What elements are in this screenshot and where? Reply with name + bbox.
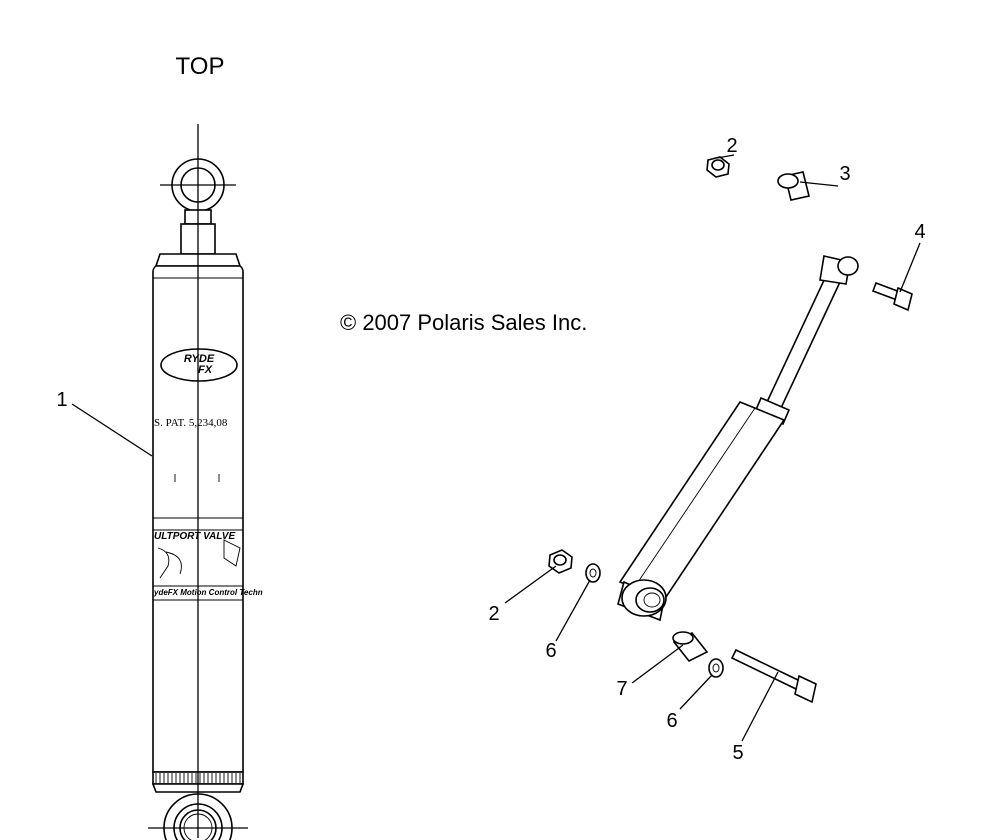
piston-rod — [765, 274, 842, 410]
callout-6-left: 6 — [545, 640, 556, 662]
callout-7: 7 — [616, 678, 627, 700]
leader-line-7 — [631, 644, 684, 684]
bolt-short — [871, 281, 913, 312]
view-label-top: TOP — [176, 53, 225, 80]
nut-upper — [706, 156, 730, 178]
callout-2-lower: 2 — [488, 603, 499, 625]
leader-line-4 — [899, 242, 921, 293]
leader-line-2-upper — [716, 154, 735, 159]
brand-line-1: RYDE — [184, 353, 215, 365]
bushing — [777, 171, 810, 201]
callout-5: 5 — [732, 742, 743, 764]
nut-lower — [548, 549, 573, 574]
leader-line-2-lower — [504, 565, 557, 604]
leader-line-3 — [799, 181, 839, 187]
leader-line-5 — [741, 671, 779, 742]
leader-line-6-left — [555, 579, 591, 642]
body-collar — [753, 396, 791, 426]
brand-logo — [160, 348, 238, 382]
shock-absorber-top-view: RYDE FX S. PAT. 5,234,08 ULTPORT VALVE y… — [148, 124, 263, 840]
sleeve — [672, 631, 709, 663]
callout-2-upper: 2 — [726, 135, 737, 157]
rod-eyelet-bore — [837, 256, 859, 276]
callout-1: 1 — [56, 389, 67, 411]
washer-right — [708, 658, 724, 678]
shock-absorber-exploded — [617, 255, 859, 622]
bolt-long — [730, 648, 817, 704]
brand-line-2: FX — [198, 364, 213, 376]
valve-text: ULTPORT VALVE — [154, 531, 235, 542]
callout-3: 3 — [839, 163, 850, 185]
leader-line-1 — [71, 403, 153, 457]
callout-6-right: 6 — [666, 710, 677, 732]
copyright-text: © 2007 Polaris Sales Inc. — [340, 310, 587, 335]
shock-body-exploded — [618, 401, 786, 601]
leader-line-6-right — [679, 674, 713, 710]
tagline-text: ydeFX Motion Control Techn — [153, 588, 263, 597]
washer-left — [585, 563, 601, 583]
callout-4: 4 — [914, 221, 925, 243]
patent-text: S. PAT. 5,234,08 — [154, 417, 228, 429]
knurl-lines — [155, 773, 241, 783]
